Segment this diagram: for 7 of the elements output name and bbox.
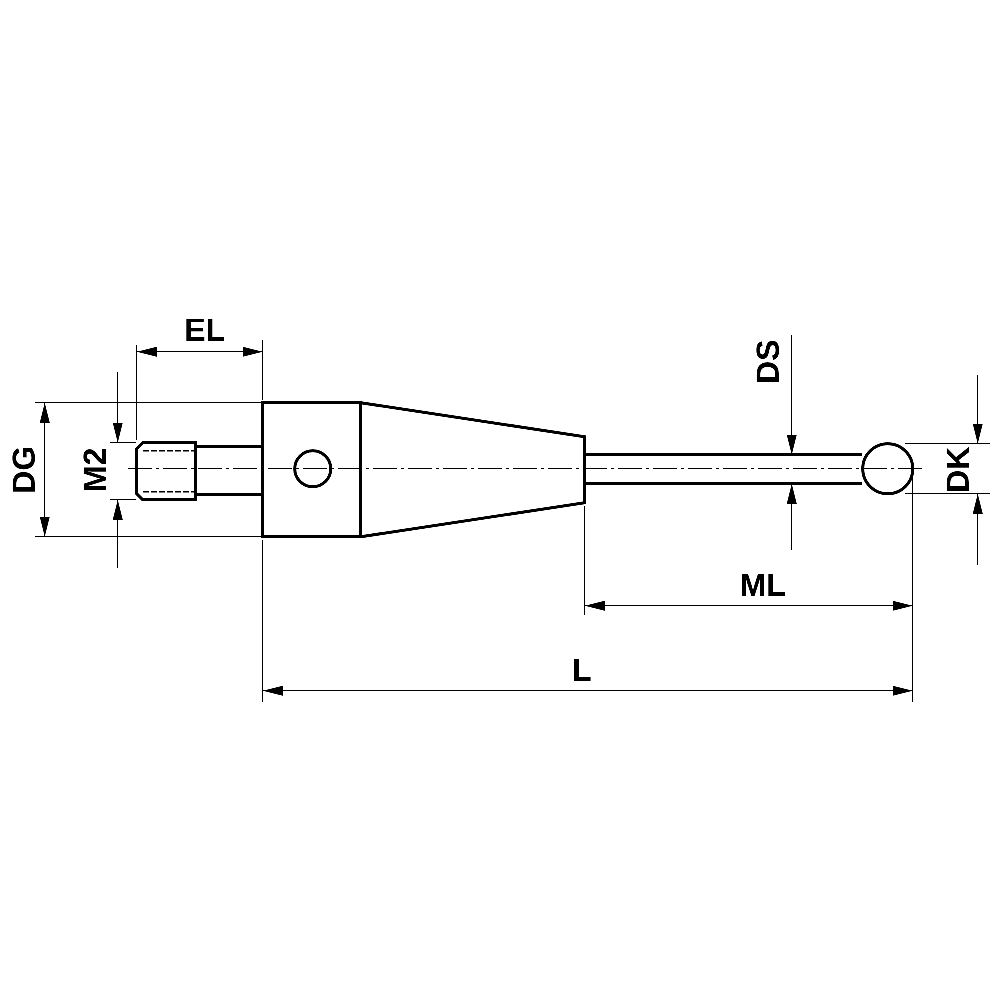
dimension-label: M2	[79, 448, 111, 492]
dimension-label: DG	[8, 446, 40, 494]
dimension-label: L	[572, 654, 592, 686]
dimension-label: DK	[942, 446, 974, 494]
dimension-label: EL	[184, 314, 226, 346]
dimension-label: DS	[752, 340, 784, 384]
dimension-label: ML	[740, 569, 786, 601]
